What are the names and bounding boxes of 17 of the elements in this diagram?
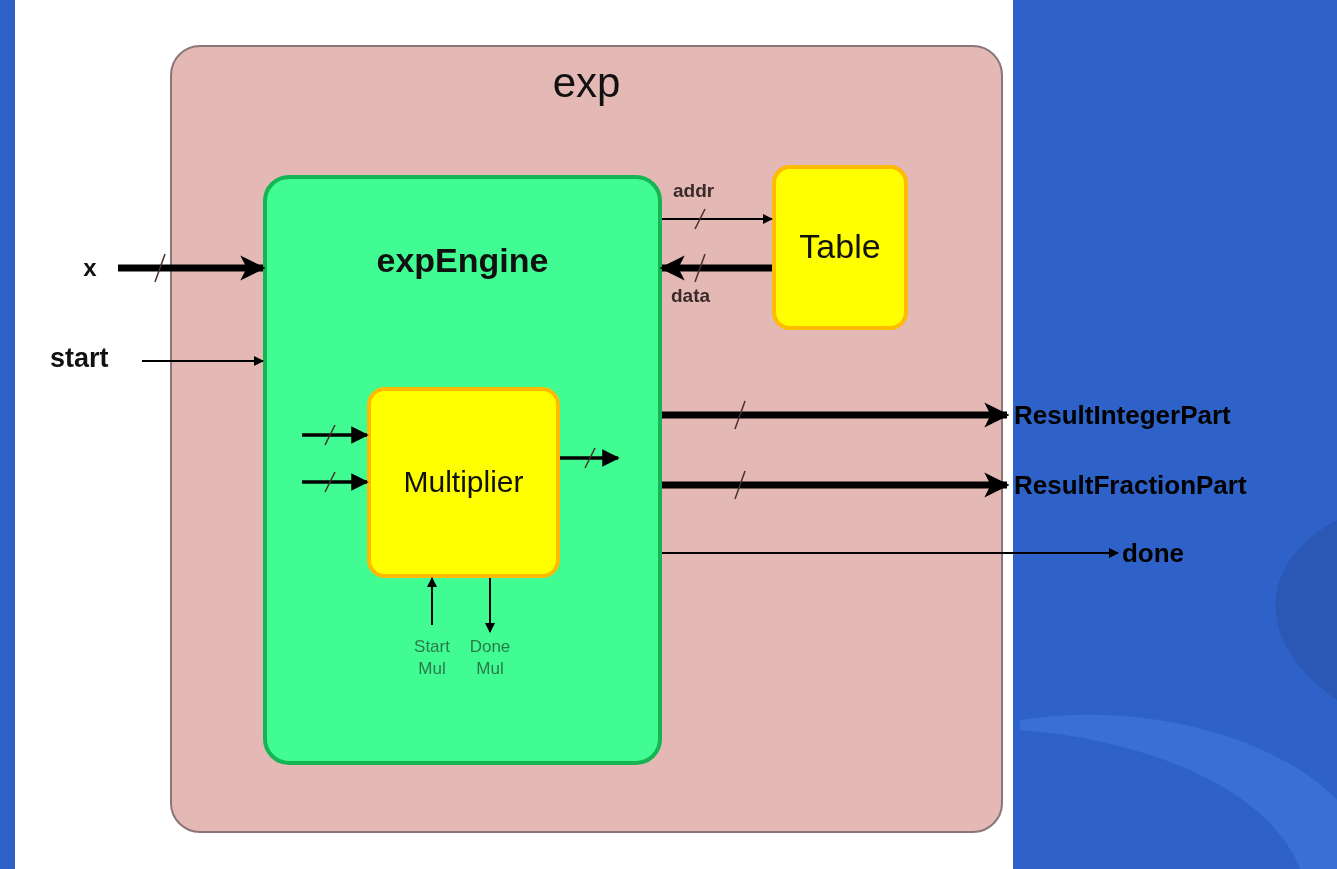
block-title: exp: [552, 59, 621, 107]
block-title: expEngine: [376, 241, 549, 280]
engine-box: [263, 175, 662, 765]
block-box: [772, 165, 908, 330]
signal-name: x: [75, 252, 105, 284]
signal-name: ResultFractionPart: [1007, 465, 1337, 505]
signal-name: Start Mul: [404, 636, 460, 686]
signal-name: ResultIntegerPart: [1007, 395, 1337, 435]
edge-label: addr: [673, 180, 715, 202]
signal-name: start: [50, 340, 140, 376]
block-box: [367, 387, 560, 578]
signal-name: done: [1118, 533, 1188, 573]
block-title: Table: [799, 227, 881, 266]
edge-label: data: [671, 285, 711, 307]
block-title: Multiplier: [403, 465, 524, 499]
signal-name: Done Mul: [462, 636, 518, 686]
module-box: [170, 45, 1003, 833]
